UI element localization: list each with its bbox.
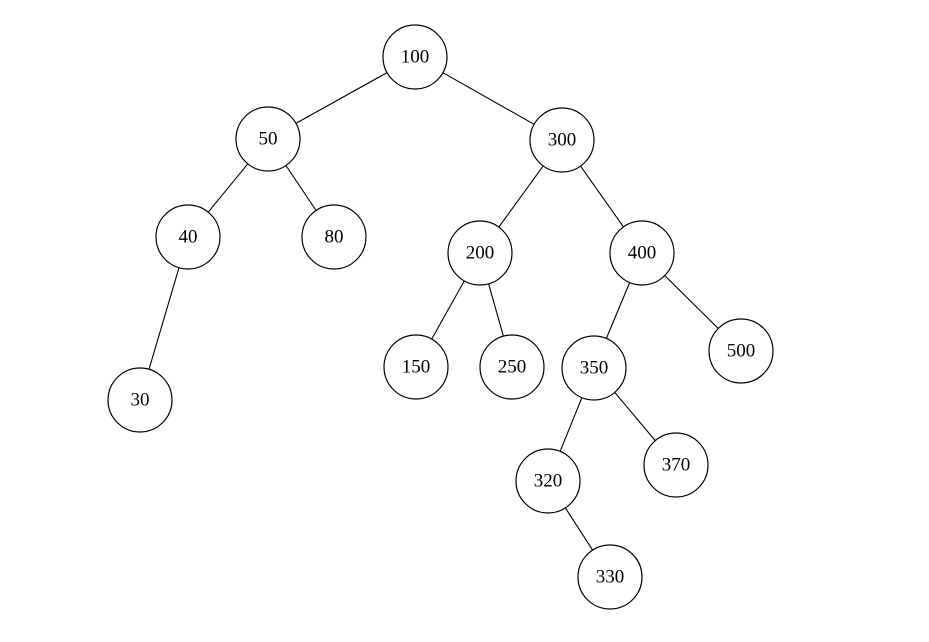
node-circle: [383, 334, 449, 400]
node-label: 500: [727, 340, 756, 361]
node-label: 300: [548, 129, 577, 150]
node-label: 50: [259, 128, 278, 149]
node-label: 100: [401, 46, 430, 67]
node-label: 400: [628, 242, 657, 263]
tree-node-320: 320: [515, 448, 581, 514]
node-circle: [561, 335, 627, 401]
tree-node-370: 370: [643, 432, 709, 498]
node-circle: [529, 107, 595, 173]
tree-node-80: 80: [301, 204, 367, 270]
node-circle: [447, 220, 513, 286]
node-circle: [382, 24, 448, 90]
tree-node-150: 150: [383, 334, 449, 400]
tree-node-100: 100: [382, 24, 448, 90]
node-label: 250: [498, 356, 527, 377]
edge-300-200: [498, 165, 544, 228]
node-circle: [479, 334, 545, 400]
node-circle: [235, 106, 301, 172]
node-label: 30: [131, 389, 150, 410]
node-label: 370: [662, 454, 691, 475]
edge-100-50: [295, 72, 388, 124]
tree-node-400: 400: [609, 220, 675, 286]
node-label: 320: [534, 470, 563, 491]
edge-300-400: [580, 165, 624, 228]
node-label: 80: [325, 226, 344, 247]
tree-node-30: 30: [107, 367, 173, 433]
tree-node-50: 50: [235, 106, 301, 172]
node-label: 350: [580, 357, 609, 378]
node-circle: [708, 318, 774, 384]
tree-node-350: 350: [561, 335, 627, 401]
tree-node-330: 330: [577, 544, 643, 610]
tree-node-250: 250: [479, 334, 545, 400]
edge-400-500: [664, 275, 719, 329]
node-label: 150: [402, 356, 431, 377]
tree-node-40: 40: [155, 204, 221, 270]
node-circle: [577, 544, 643, 610]
tree-node-300: 300: [529, 107, 595, 173]
node-label: 200: [466, 242, 495, 263]
edge-100-300: [442, 72, 535, 125]
node-circle: [609, 220, 675, 286]
node-circle: [155, 204, 221, 270]
edge-350-320: [559, 397, 583, 452]
edge-320-330: [564, 507, 594, 551]
node-circle: [515, 448, 581, 514]
tree-node-500: 500: [708, 318, 774, 384]
edge-50-40: [207, 163, 249, 213]
node-circle: [301, 204, 367, 270]
edge-50-80: [285, 165, 317, 211]
tree-edges: [148, 72, 719, 551]
edge-350-370: [614, 392, 656, 441]
node-circle: [107, 367, 173, 433]
edge-200-250: [488, 283, 504, 337]
node-label: 40: [179, 226, 198, 247]
edge-400-350: [605, 282, 631, 339]
tree-nodes: 100 50 300 40 80 200 400 30 150 250 350 500 320 370 33…: [107, 24, 774, 610]
tree-node-200: 200: [447, 220, 513, 286]
edge-40-30: [148, 267, 180, 370]
node-label: 330: [596, 566, 625, 587]
node-circle: [643, 432, 709, 498]
edge-200-150: [431, 280, 465, 340]
